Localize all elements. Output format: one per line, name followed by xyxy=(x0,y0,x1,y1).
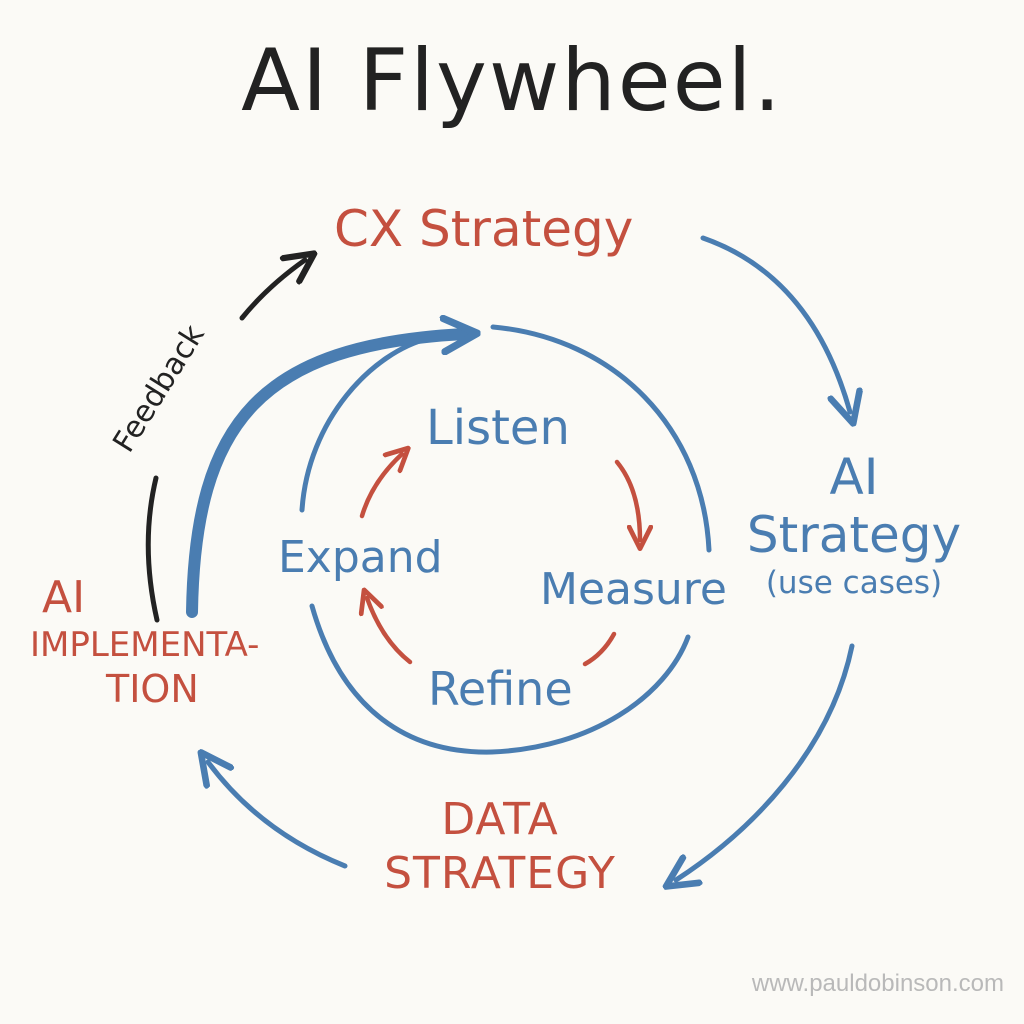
arrow-refine-to-expand xyxy=(367,598,413,665)
arrow-expand-to-listen xyxy=(359,454,402,519)
listen-label: Listen xyxy=(426,400,570,456)
feedback-line xyxy=(145,475,160,623)
feedback-arrow xyxy=(239,260,305,321)
arrow-cx-to-ai-strategy xyxy=(700,235,850,412)
data-strategy-line2: STRATEGY xyxy=(384,848,616,899)
ai-strategy-label: AI Strategy (use cases) xyxy=(716,452,992,599)
measure-label: Measure xyxy=(540,564,727,615)
inner-wheel-right-bottom-arc xyxy=(309,603,691,755)
cx-strategy-label: CX Strategy xyxy=(334,200,634,258)
arrow-data-to-implementation xyxy=(208,762,348,869)
ai-strategy-line2: Strategy xyxy=(746,506,962,564)
arrow-ai-strategy-to-data xyxy=(676,643,855,880)
ai-strategy-line1: AI xyxy=(829,448,879,506)
ai-implementation-line1: AI xyxy=(42,572,86,623)
data-strategy-label: DATA STRATEGY xyxy=(352,798,648,896)
ai-implementation-label: AI IMPLEMENTA- TION xyxy=(22,572,260,711)
arrow-measure-to-refine xyxy=(582,631,617,667)
arrow-listen-to-measure xyxy=(614,459,640,540)
ai-implementation-line2: IMPLEMENTA- xyxy=(30,625,260,665)
data-strategy-line1: DATA xyxy=(441,794,559,845)
page-title: AI Flywheel. xyxy=(241,31,783,131)
refine-label: Refine xyxy=(428,662,573,716)
ai-strategy-note: (use cases) xyxy=(765,565,943,601)
ai-implementation-line3: TION xyxy=(106,667,199,711)
expand-label: Expand xyxy=(278,532,443,583)
footer-url[interactable]: www.pauldobinson.com xyxy=(751,970,1004,997)
implementation-to-wheel-arrow xyxy=(186,334,464,618)
inner-wheel-top-arc xyxy=(490,324,712,553)
inner-wheel-left-arc xyxy=(299,335,433,513)
